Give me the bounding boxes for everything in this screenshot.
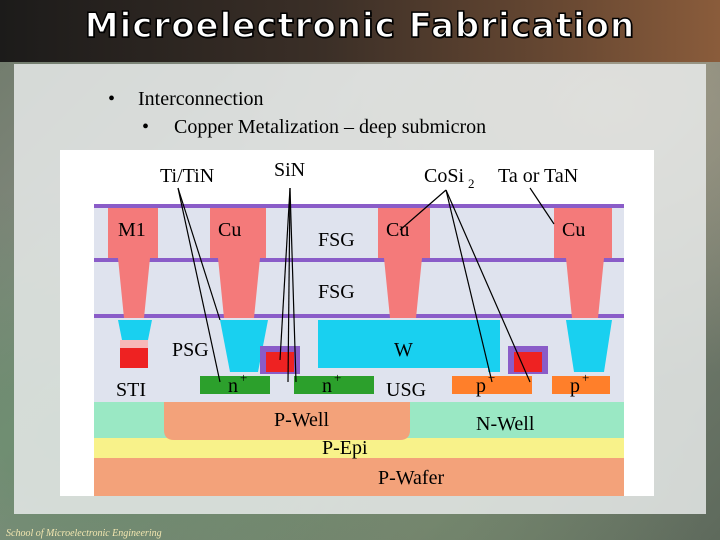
bullet-text: Interconnection bbox=[138, 88, 264, 110]
pointer-sin-1 bbox=[279, 187, 291, 361]
copper-line-3 bbox=[554, 208, 612, 318]
bullet-dot: • bbox=[142, 116, 150, 138]
label-cosi2: CoSi bbox=[424, 165, 464, 187]
gate-stack-nmos-poly bbox=[266, 352, 294, 372]
pointer-sin-3 bbox=[289, 187, 297, 383]
gate-stack-pmos-poly bbox=[514, 352, 542, 372]
barrier-line-mid bbox=[94, 258, 624, 262]
p-wafer-layer bbox=[94, 458, 624, 496]
pointer-cosi2-1 bbox=[399, 189, 447, 231]
oxide-left-edge bbox=[94, 400, 164, 438]
label-n-plus-1-sup: + bbox=[240, 370, 247, 385]
label-p-minus: p bbox=[476, 375, 486, 397]
w-plug-block bbox=[318, 320, 496, 368]
copper-line-2 bbox=[378, 208, 430, 318]
label-psg: PSG bbox=[172, 339, 209, 361]
label-p-plus-sup: + bbox=[582, 370, 589, 385]
slide-title: Microelectronic Fabrication bbox=[84, 5, 636, 47]
barrier-line-top bbox=[94, 204, 624, 208]
gate-stack-left-cap bbox=[120, 340, 148, 348]
label-p-well: P-Well bbox=[274, 409, 329, 431]
title-bar bbox=[0, 0, 720, 62]
label-w: W bbox=[394, 339, 413, 361]
w-plug-4 bbox=[566, 320, 612, 372]
label-cu-3: Cu bbox=[562, 219, 585, 241]
label-fsg-1: FSG bbox=[318, 229, 355, 251]
label-p-epi: P-Epi bbox=[322, 437, 368, 459]
label-cu-1: Cu bbox=[218, 219, 241, 241]
label-n-well: N-Well bbox=[476, 413, 535, 435]
p-plus-region bbox=[552, 376, 610, 394]
p-well-region bbox=[164, 400, 410, 440]
label-p-plus: p bbox=[570, 375, 580, 397]
pointer-titin-2 bbox=[177, 187, 221, 383]
w-plug-3 bbox=[488, 320, 500, 372]
bullet-dot: • bbox=[108, 88, 116, 110]
barrier-line-low bbox=[94, 314, 624, 318]
copper-line-1 bbox=[210, 208, 266, 318]
label-cu-2: Cu bbox=[386, 219, 409, 241]
p-minus-region bbox=[452, 376, 532, 394]
footer-text: School of Microelectronic Engineering bbox=[6, 528, 162, 539]
label-p-minus-sup: − bbox=[488, 370, 495, 385]
label-sti: STI bbox=[116, 379, 146, 401]
pointer-sin-2 bbox=[287, 187, 291, 383]
pointer-ta-1 bbox=[529, 187, 555, 225]
n-plus-region-1 bbox=[200, 376, 270, 394]
fsg-upper-layer bbox=[94, 206, 624, 266]
label-n-plus-2-sup: + bbox=[334, 370, 341, 385]
label-m1: M1 bbox=[118, 219, 146, 241]
label-sin: SiN bbox=[274, 159, 305, 181]
fsg-lower-layer bbox=[94, 266, 624, 318]
label-titin: Ti/TiN bbox=[160, 165, 214, 187]
pointer-titin-1 bbox=[177, 187, 221, 321]
pointer-cosi2-3 bbox=[445, 189, 531, 383]
p-epi-layer bbox=[94, 438, 624, 458]
label-p-wafer: P-Wafer bbox=[378, 467, 444, 489]
label-usg: USG bbox=[386, 379, 426, 401]
bullet-text: Copper Metalization – deep submicron bbox=[174, 116, 487, 138]
label-fsg-2: FSG bbox=[318, 281, 355, 303]
label-n-plus-1: n bbox=[228, 375, 238, 397]
w-plug-2 bbox=[220, 320, 268, 372]
cmos-cross-section-diagram: Ti/TiN SiN CoSi 2 Ta or TaN M1 Cu FSG Cu… bbox=[60, 150, 654, 496]
label-n-plus-2: n bbox=[322, 375, 332, 397]
label-ta-or-tan: Ta or TaN bbox=[498, 165, 578, 187]
copper-m1 bbox=[108, 208, 158, 318]
label-cosi2-subscript: 2 bbox=[468, 176, 475, 191]
pointer-cosi2-2 bbox=[445, 189, 493, 383]
n-plus-region-2 bbox=[294, 376, 374, 394]
gate-stack-left-poly bbox=[120, 346, 148, 368]
